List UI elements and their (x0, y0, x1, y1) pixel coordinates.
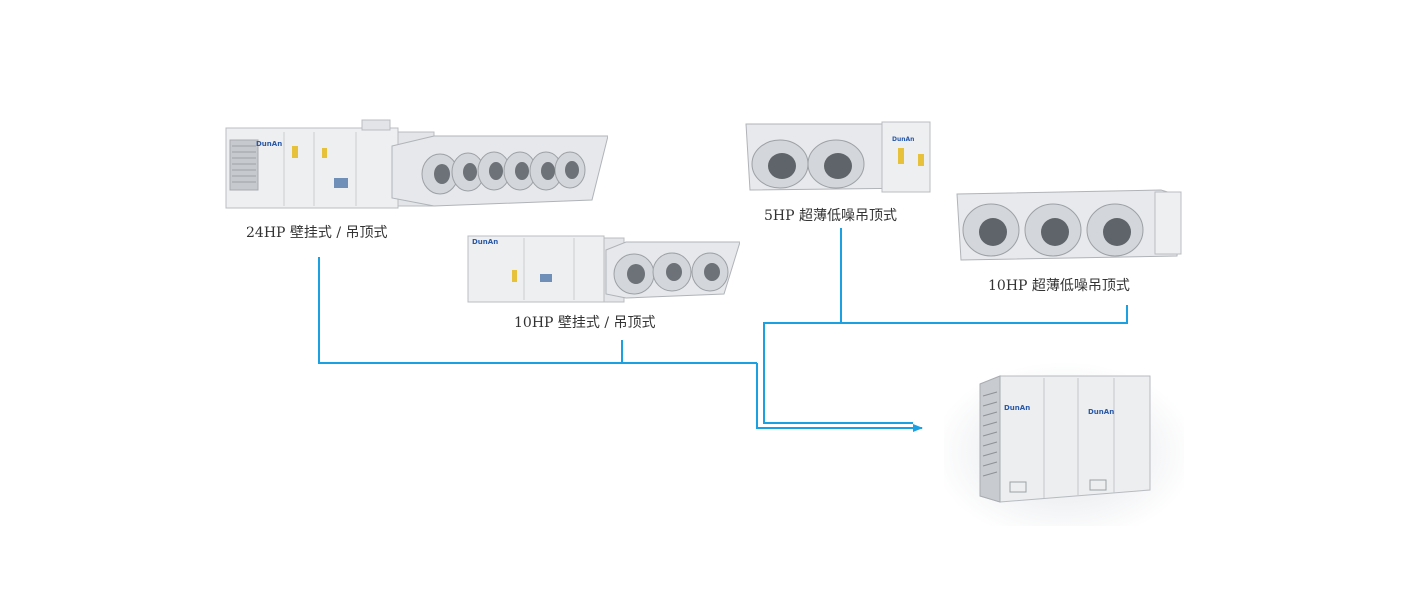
brand-logo: DunAn (256, 140, 283, 148)
unit-10hp-wall-image: DunAn (466, 228, 741, 306)
line-10hp-slim (763, 305, 1128, 424)
line-24hp (318, 257, 757, 364)
unit-10hp-slim-image (955, 186, 1185, 264)
label-5hp-slim-ceiling: 5HP 超薄低噪吊顶式 (764, 208, 897, 224)
brand-logo: DunAn (472, 238, 499, 246)
brand-logo-secondary: DunAn (1088, 408, 1115, 416)
unit-5hp-image: DunAn (742, 118, 934, 196)
label-24hp-wall-ceiling: 24HP 壁挂式 / 吊顶式 (246, 225, 388, 241)
label-10hp-wall-ceiling: 10HP 壁挂式 / 吊顶式 (514, 315, 656, 331)
brand-logo: DunAn (1004, 404, 1031, 412)
line-main-left (756, 363, 923, 432)
unit-24hp-image: DunAn (222, 118, 609, 216)
label-10hp-slim-ceiling: 10HP 超薄低噪吊顶式 (988, 278, 1130, 294)
outdoor-unit-image: DunAn DunAn (944, 362, 1184, 526)
brand-logo: DunAn (892, 136, 915, 143)
